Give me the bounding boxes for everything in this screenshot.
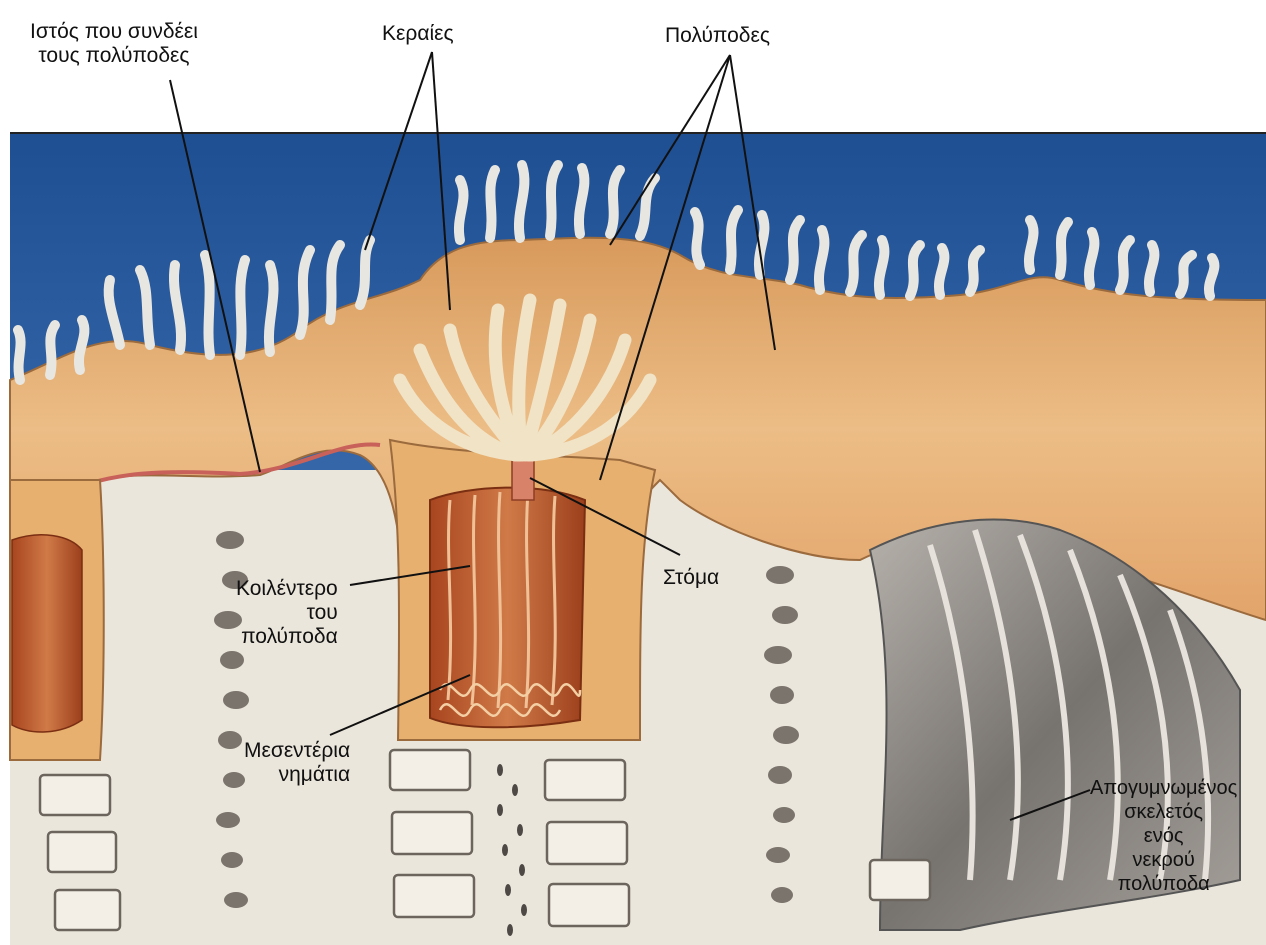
label-coelenteron: Κοιλέντερο του πολύποδα (236, 577, 338, 649)
label-dead-polyp-skeleton: Απογυμνωμένος σκελετός ενός νεκρού πολύπ… (1090, 776, 1237, 896)
label-mouth: Στόμα (663, 566, 719, 590)
label-tentacles: Κεραίες (382, 22, 454, 46)
central-polyp-coelenteron (430, 488, 585, 728)
left-polyp-cavity (12, 535, 82, 732)
label-polyps: Πολύποδες (665, 24, 770, 48)
label-mesenterial-filaments: Μεσεντέρια νημάτια (244, 739, 350, 787)
label-connecting-tissue: Ιστός που συνδέει τους πολύποδες (30, 20, 198, 68)
